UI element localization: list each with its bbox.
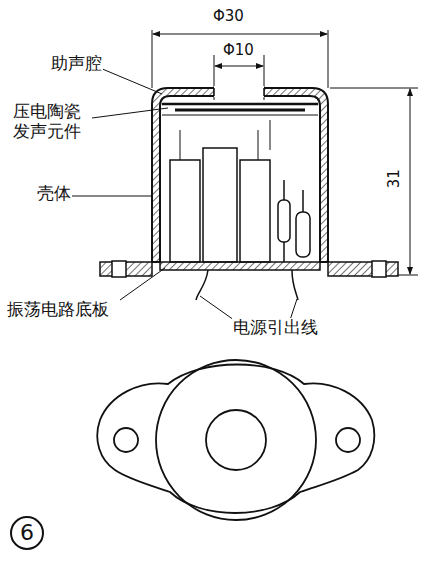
dimension-label: Φ30 <box>212 8 245 25</box>
part-label: 助声腔 <box>50 54 103 74</box>
part-label: 电源引出线 <box>232 318 319 338</box>
bottom-view <box>97 360 374 520</box>
part-label: 壳体 <box>36 184 72 204</box>
dimension-label: Φ10 <box>222 42 255 59</box>
part-label: 压电陶瓷 发声元件 <box>12 102 87 141</box>
part-label: 振荡电路底板 <box>6 300 110 320</box>
dimension-label: 31 <box>386 168 403 189</box>
figure-number: 6 <box>10 516 44 550</box>
